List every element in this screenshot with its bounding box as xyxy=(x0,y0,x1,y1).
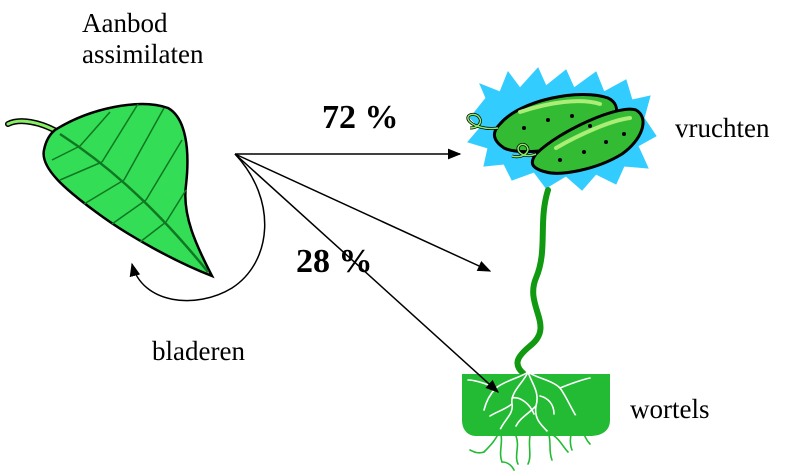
title-line-1: Aanbod xyxy=(82,8,168,38)
cucumber-icon xyxy=(466,67,657,191)
fruits-label: vruchten xyxy=(675,113,770,143)
arrow-to-vegetative xyxy=(234,153,492,272)
vegetative-percentage: 28 % xyxy=(296,243,373,280)
fruit-percentage: 72 % xyxy=(322,99,399,136)
stem-icon xyxy=(514,187,551,377)
leaves-label: bladeren xyxy=(152,336,245,366)
leaf-icon xyxy=(5,102,215,279)
roots-label: wortels xyxy=(630,394,710,424)
title-line-2: assimilaten xyxy=(82,39,204,70)
flow-arrows xyxy=(129,148,500,393)
arrow-to-leaves xyxy=(129,153,266,302)
arrow-to-roots xyxy=(234,153,500,393)
assimilate-supply-title: Aanbod assimilaten xyxy=(82,8,203,70)
roots-icon xyxy=(462,371,610,471)
